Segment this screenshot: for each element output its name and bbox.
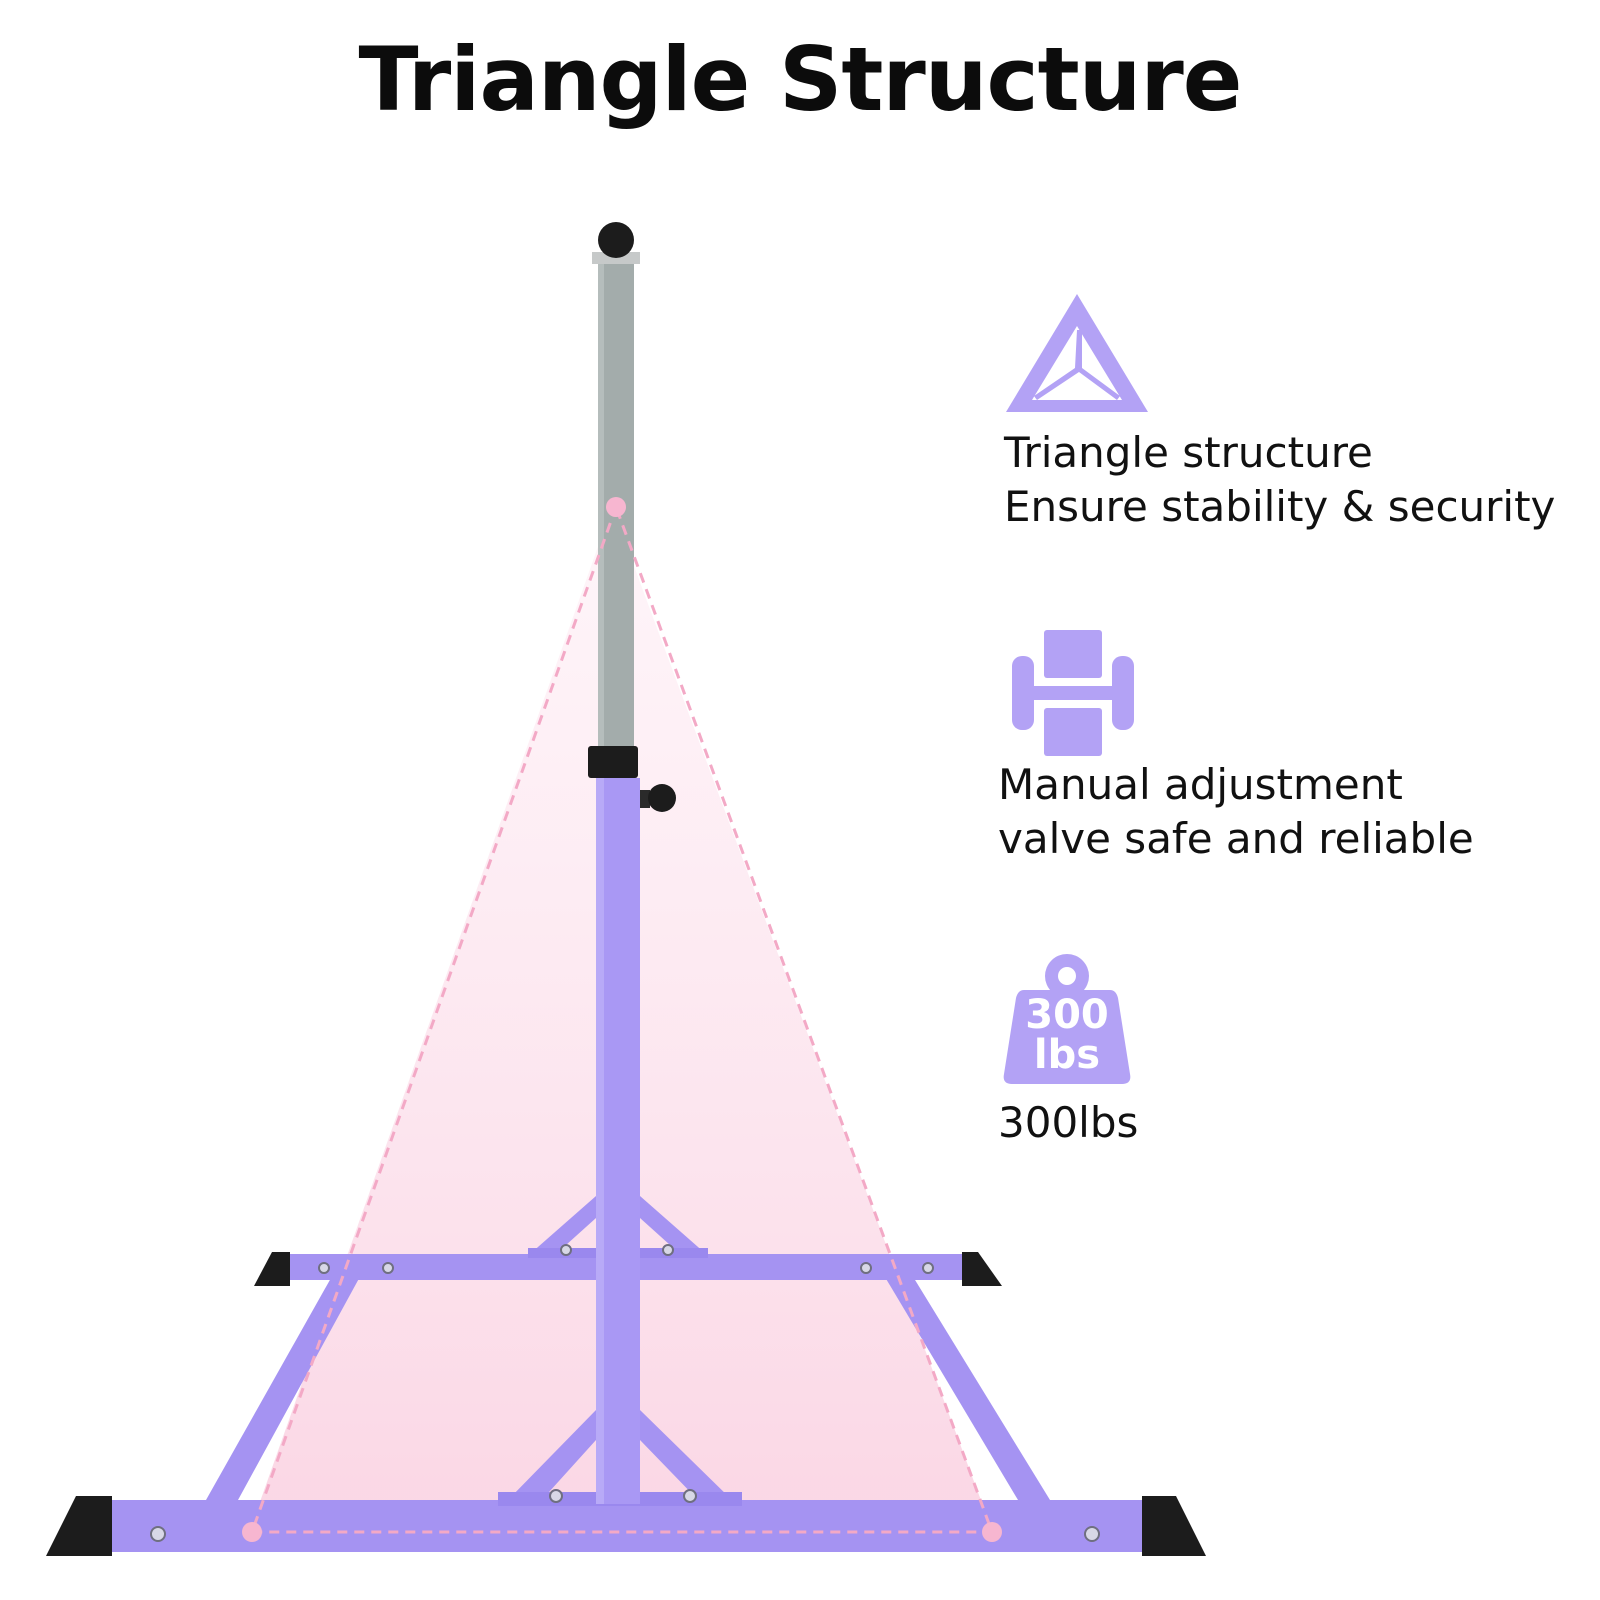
feature-weight-text: 300lbs	[998, 1096, 1138, 1150]
feature-triangle-text: Triangle structure Ensure stability & se…	[1004, 426, 1555, 534]
feature-valve-text: Manual adjustment valve safe and reliabl…	[998, 758, 1474, 866]
upper-left-end-cap	[254, 1252, 290, 1286]
right-diagonal-leg	[876, 1262, 1050, 1500]
triangle-vertex-top	[606, 497, 626, 517]
top-cap	[598, 222, 634, 258]
triangle-structure-icon	[1006, 294, 1148, 412]
frame-bolts	[150, 1244, 1100, 1542]
base-gusset-left	[506, 1410, 596, 1502]
base-right-end-cap	[1142, 1496, 1206, 1556]
triangle-vertex-right	[982, 1522, 1002, 1542]
feature-weight-line-1: 300lbs	[998, 1098, 1139, 1147]
left-diagonal-leg	[206, 1262, 368, 1500]
upper-right-end-cap	[962, 1252, 1002, 1286]
base-left-end-cap	[46, 1496, 112, 1556]
page-title: Triangle Structure	[358, 28, 1243, 131]
feature-triangle-line-2: Ensure stability & security	[1004, 482, 1556, 531]
base-bar	[96, 1500, 1150, 1552]
feature-valve-line-1: Manual adjustment	[998, 760, 1403, 809]
feature-triangle-line-1: Triangle structure	[1004, 428, 1373, 477]
triangle-vertex-left	[242, 1522, 262, 1542]
adjustment-valve-icon	[1012, 630, 1134, 756]
base-gusset-right	[640, 1410, 734, 1502]
tube-collar	[588, 746, 638, 778]
upper-gusset-left	[530, 1196, 596, 1254]
feature-valve-line-2: valve safe and reliable	[998, 814, 1474, 863]
weight-icon-unit: lbs	[1033, 1032, 1101, 1078]
upper-gusset-right	[640, 1196, 706, 1254]
weight-icon: 300 lbs	[1002, 950, 1132, 1086]
adjustment-knob	[648, 784, 676, 812]
weight-icon-number: 300	[1025, 992, 1109, 1038]
